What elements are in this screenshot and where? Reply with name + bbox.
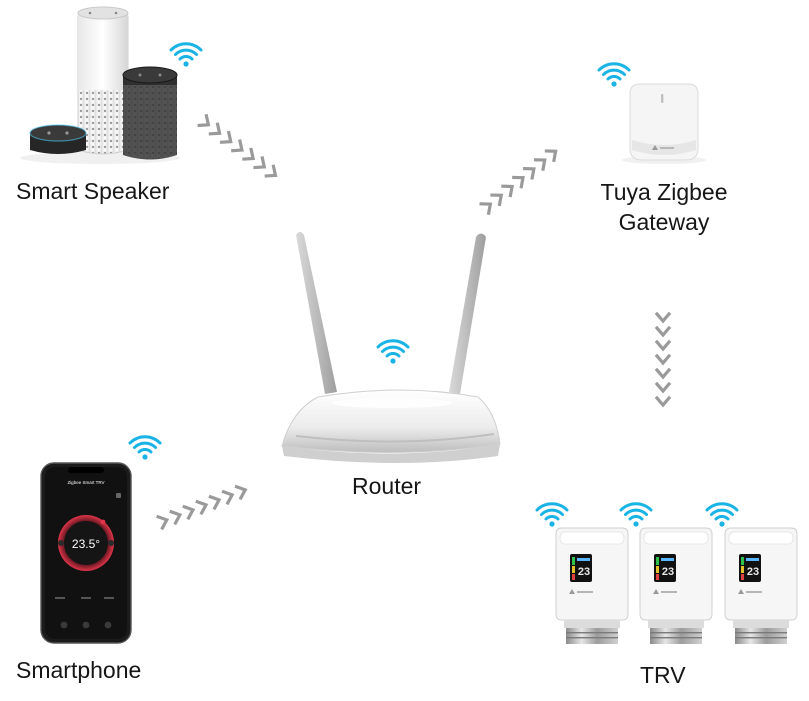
gateway-label: Tuya Zigbee Gateway	[576, 177, 752, 237]
phone-temperature: 23.5°	[72, 537, 100, 551]
trv-device-3	[725, 528, 797, 644]
trv-device-2	[640, 528, 712, 644]
wifi-icon	[378, 341, 408, 364]
wifi-icon	[537, 504, 567, 527]
wifi-icon	[621, 504, 651, 527]
arrow-router-to-gateway	[481, 147, 559, 214]
arrow-speaker-to-router	[199, 116, 279, 180]
arrow-gateway-to-trv	[657, 314, 669, 405]
arrow-phone-to-router	[158, 484, 247, 528]
smartphone-label: Smartphone	[16, 655, 141, 685]
smart-speaker-device	[20, 7, 180, 164]
wifi-icon	[171, 44, 201, 67]
router-label: Router	[352, 471, 421, 501]
phone-screen-title: Zigbee Smart TRV	[67, 480, 104, 485]
smartphone-device: Zigbee Smart TRV 23.5°	[41, 463, 131, 643]
gateway-label-line2: Gateway	[576, 207, 752, 237]
trv-label: TRV	[640, 660, 686, 690]
wifi-icon	[599, 64, 629, 87]
zigbee-gateway-device	[622, 84, 706, 164]
smart-speaker-label: Smart Speaker	[16, 176, 169, 206]
trv-device-1	[556, 528, 628, 644]
gateway-label-line1: Tuya Zigbee	[576, 177, 752, 207]
wifi-icon	[130, 437, 160, 460]
wifi-icon	[707, 504, 737, 527]
